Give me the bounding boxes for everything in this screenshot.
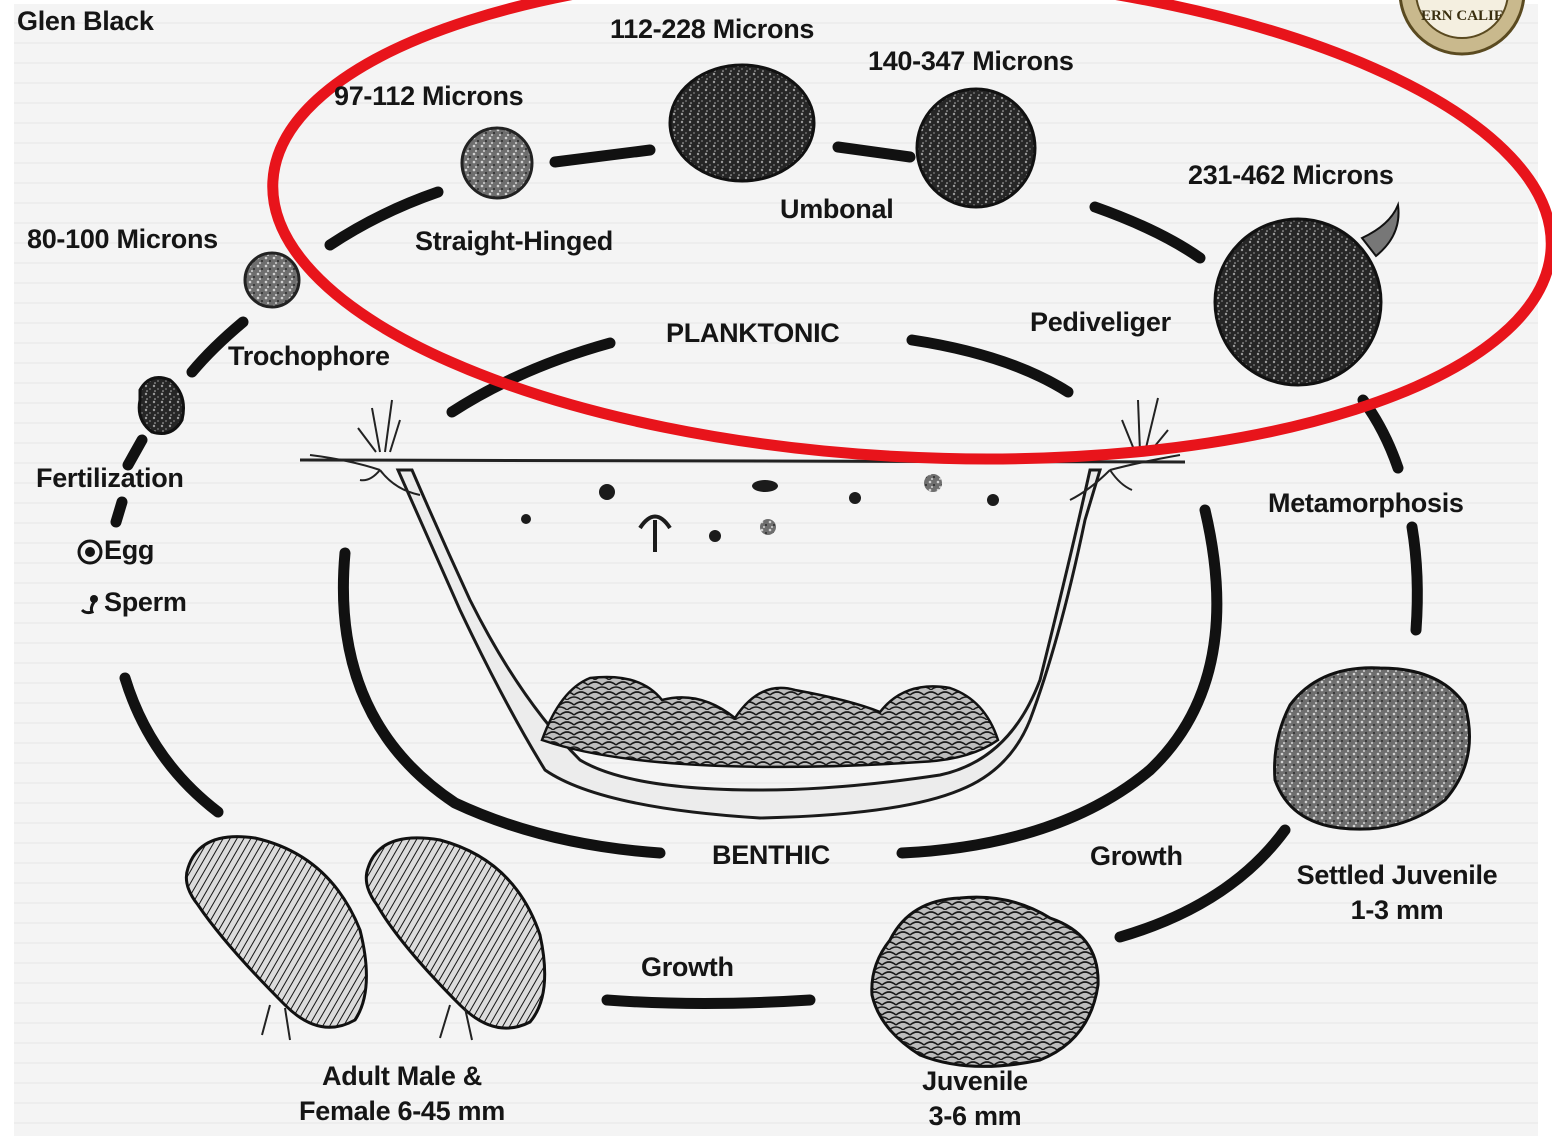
metamorphosis-label: Metamorphosis [1268, 488, 1464, 519]
svg-text:ERN CALIF: ERN CALIF [1421, 8, 1503, 24]
path-segment-fert-up [128, 440, 142, 465]
benthic-zone-label: BENTHIC [712, 840, 830, 871]
pediveliger-larva [1215, 219, 1381, 385]
juvenile-cluster [872, 897, 1098, 1066]
mussel-bed [542, 677, 998, 767]
planktonic-zone-label: PLANKTONIC [666, 318, 840, 349]
adult-mussel-left [186, 837, 366, 1028]
path-segment-metamorphosis-lower [1412, 527, 1417, 630]
path-segment-to-pediveliger [1095, 207, 1200, 258]
path-segment-adult-to-egg [125, 678, 218, 812]
path-segment-umbonal-to-late [838, 147, 910, 157]
umbonal-early-size-label: 112-228 Microns [610, 14, 814, 45]
sperm-icon [76, 590, 104, 618]
egg-label: Egg [104, 535, 154, 565]
fertilized-egg [139, 378, 183, 434]
umbonal-larva-late [917, 89, 1035, 207]
trochophore-larva [245, 253, 299, 307]
straight-hinged-larva [462, 128, 532, 198]
straight-hinged-size-label: 97-112 Microns [334, 81, 523, 112]
settled-juvenile-label: Settled Juvenile 1-3 mm [1262, 860, 1532, 926]
sperm-legend: Sperm [76, 587, 187, 618]
juvenile-name: Juvenile [895, 1066, 1055, 1097]
pediveliger-foot [1362, 205, 1399, 256]
egg-legend: Egg [76, 535, 154, 566]
trochophore-label: Trochophore [228, 341, 390, 372]
water-larvae [521, 474, 999, 552]
settled-juvenile [1275, 668, 1470, 829]
path-segment-benthic-right [902, 510, 1217, 853]
path-segment-planktonic-right [912, 340, 1068, 392]
growth-bottom-label: Growth [641, 952, 734, 983]
path-segment-fertilization [116, 502, 122, 522]
university-seal-logo: ERN CALIF [1400, 0, 1524, 54]
umbonal-late-size-label: 140-347 Microns [868, 46, 1074, 77]
author-credit: Glen Black [17, 6, 154, 37]
sperm-label: Sperm [104, 587, 187, 617]
umbonal-larva-early [670, 65, 814, 181]
adult-size: Female 6-45 mm [262, 1096, 542, 1127]
pediveliger-label: Pediveliger [1030, 307, 1171, 338]
settled-juvenile-name: Settled Juvenile [1262, 860, 1532, 891]
trochophore-size-label: 80-100 Microns [27, 224, 218, 255]
adult-mussels [186, 837, 544, 1040]
settled-juvenile-size: 1-3 mm [1262, 895, 1532, 926]
adult-label: Adult Male & Female 6-45 mm [262, 1061, 542, 1127]
pediveliger-size-label: 231-462 Microns [1188, 160, 1394, 191]
growth-right-label: Growth [1090, 841, 1183, 872]
adult-name: Adult Male & [262, 1061, 542, 1092]
fertilization-label: Fertilization [36, 463, 184, 494]
path-segment-straight-to-umbonal [555, 150, 650, 162]
juvenile-label: Juvenile 3-6 mm [895, 1066, 1055, 1132]
umbonal-label: Umbonal [780, 194, 893, 225]
path-segment-growth-bottom [607, 1000, 810, 1004]
egg-icon [76, 538, 104, 566]
straight-hinged-label: Straight-Hinged [415, 226, 613, 257]
adult-mussel-right [366, 838, 544, 1028]
juvenile-size: 3-6 mm [895, 1101, 1055, 1132]
